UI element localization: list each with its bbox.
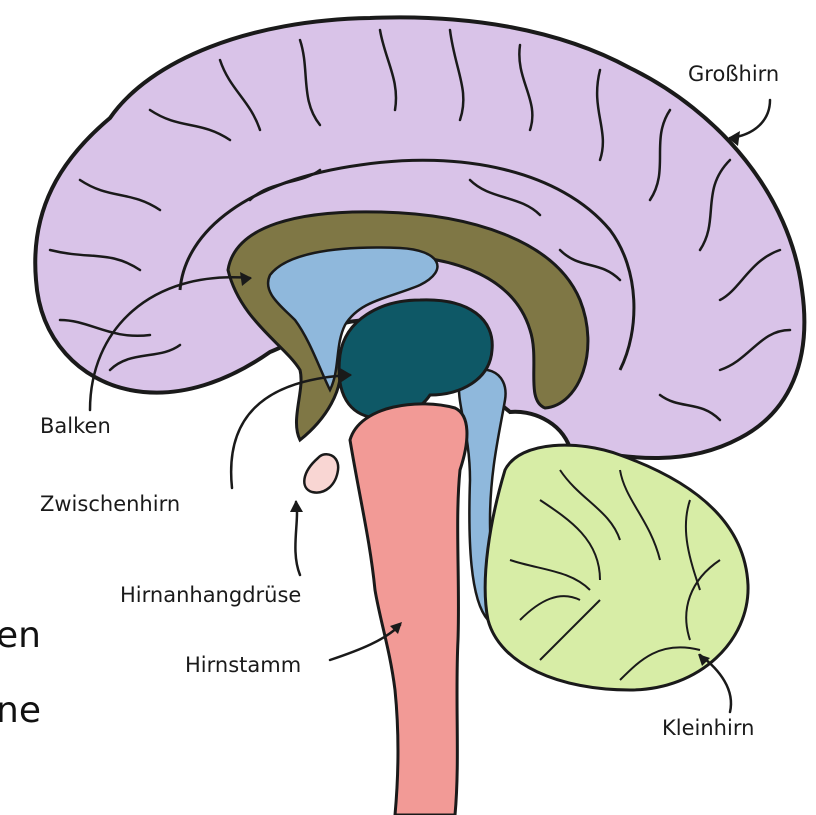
cerebrum-label: Großhirn — [688, 64, 779, 85]
brainstem-label: Hirnstamm — [185, 655, 301, 676]
diencephalon-label: Zwischenhirn — [40, 494, 180, 515]
cerebellum-label: Kleinhirn — [662, 718, 754, 739]
brainstem-region — [350, 404, 467, 815]
pituitary-region — [304, 454, 338, 492]
corpus-callosum-label: Balken — [40, 416, 111, 437]
arrow-hirnanhang — [295, 502, 300, 575]
arrow-grosshirn — [730, 100, 770, 138]
pituitary-label: Hirnanhangdrüse — [120, 585, 301, 606]
